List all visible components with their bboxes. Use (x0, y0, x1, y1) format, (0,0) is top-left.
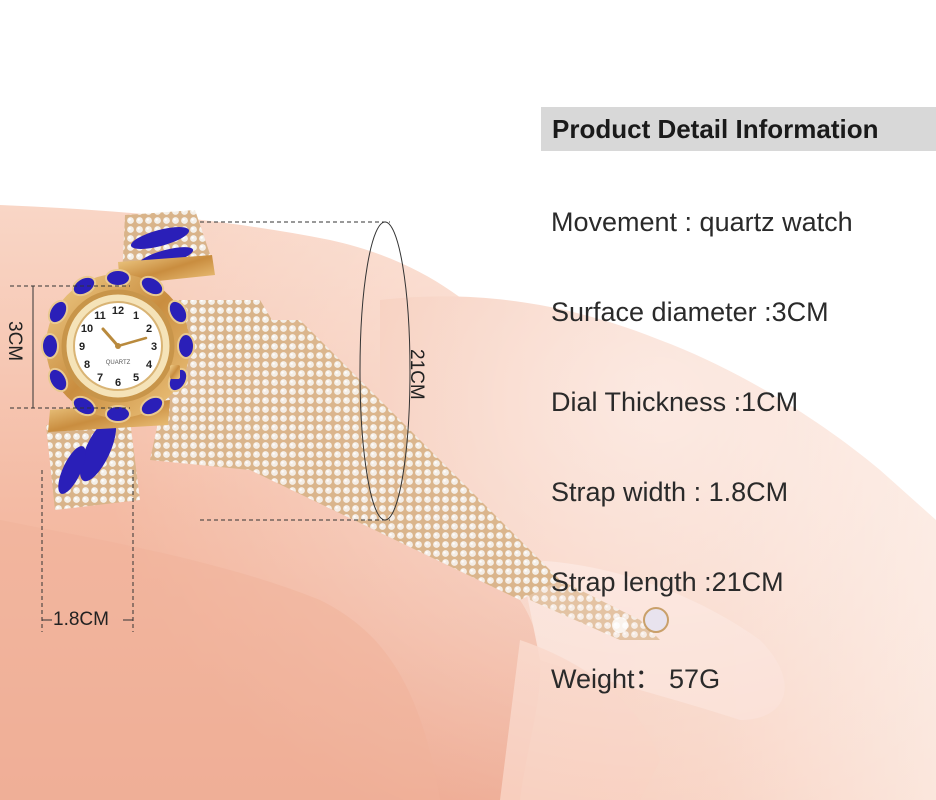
dial-numeral-7: 7 (97, 372, 103, 384)
dial-numeral-5: 5 (133, 372, 139, 384)
dial-dimension-line (10, 285, 130, 409)
spec-strap-width: Strap width : 1.8CM (551, 477, 789, 507)
spec-strap-length: Strap length :21CM (551, 567, 784, 597)
product-detail-header: Product Detail Information (541, 107, 936, 151)
dial-numeral-8: 8 (84, 359, 90, 371)
watch-minute-hand (116, 336, 148, 348)
strap-length-dimension-label: 21CM (406, 349, 427, 400)
dial-numeral-12: 12 (112, 305, 124, 317)
dial-dimension-label: 3CM (4, 321, 25, 362)
dial-numeral-11: 11 (94, 310, 106, 322)
dial-brand: QUARTZ (106, 360, 131, 366)
dial-numeral-9: 9 (79, 341, 85, 353)
spec-movement: Movement : quartz watch (551, 207, 853, 237)
strap-length-dimension-line (200, 221, 411, 521)
strap-width-dimension-label: 1.8CM (53, 609, 109, 630)
watch-hour-hand (101, 327, 120, 348)
dial-numeral-3: 3 (151, 341, 157, 353)
dial-numeral-6: 6 (115, 377, 121, 389)
spec-surface-diameter: Surface diameter :3CM (551, 297, 829, 327)
strap-width-dimension-line (41, 470, 134, 632)
header-title: Product Detail Information (552, 113, 879, 144)
spec-dial-thickness: Dial Thickness :1CM (551, 387, 799, 417)
dial-numeral-1: 1 (133, 310, 139, 322)
dial-numeral-4: 4 (146, 359, 153, 371)
dial-numeral-10: 10 (81, 323, 93, 335)
spec-weight: Weight： 57G (551, 664, 721, 694)
dial-numeral-2: 2 (146, 323, 152, 335)
